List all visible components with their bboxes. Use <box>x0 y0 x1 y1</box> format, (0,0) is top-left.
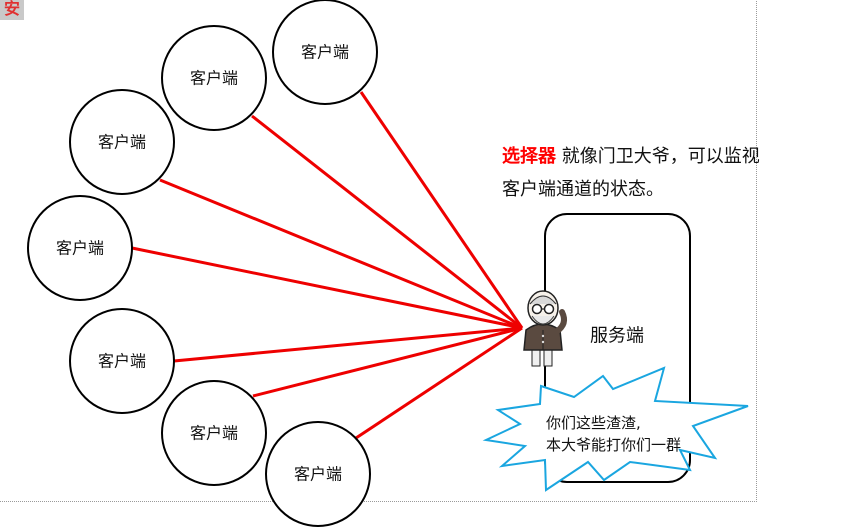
connection-line <box>131 246 523 330</box>
connection-line <box>159 178 523 330</box>
selector-caption: 选择器 就像门卫大爷，可以监视 客户端通道的状态。 <box>502 140 802 206</box>
client-node: 客户端 <box>272 0 378 105</box>
client-node: 客户端 <box>265 421 371 527</box>
speech-bubble: 你们这些渣渣, 本大爷能打你们一群 <box>482 366 749 492</box>
client-label: 客户端 <box>190 69 238 88</box>
connection-line <box>173 326 523 363</box>
caption-line-1: 选择器 就像门卫大爷，可以监视 <box>502 140 802 173</box>
client-node: 客户端 <box>69 308 175 414</box>
caption-line-2: 客户端通道的状态。 <box>502 179 664 200</box>
caption-highlight: 选择器 <box>502 146 556 167</box>
caption-text: 就像门卫大爷，可以监视 <box>556 146 760 167</box>
connection-line <box>355 326 523 440</box>
client-label: 客户端 <box>56 239 104 258</box>
connection-line <box>251 114 523 330</box>
client-node: 客户端 <box>27 195 133 301</box>
old-man-guard-icon <box>523 290 567 367</box>
speech-line: 你们这些渣渣, <box>546 414 641 432</box>
client-label: 客户端 <box>294 465 342 484</box>
client-node: 客户端 <box>69 89 175 195</box>
client-label: 客户端 <box>301 43 349 62</box>
server-label: 服务端 <box>590 326 644 347</box>
client-node: 客户端 <box>161 380 267 486</box>
client-label: 客户端 <box>98 352 146 371</box>
speech-line: 本大爷能打你们一群 <box>546 436 681 454</box>
client-label: 客户端 <box>98 133 146 152</box>
connection-line <box>252 326 523 398</box>
connection-lines <box>131 91 524 440</box>
slide-border <box>0 0 757 502</box>
connection-line <box>359 91 524 329</box>
client-node: 客户端 <box>161 25 267 131</box>
corner-tag: 安 <box>0 0 24 20</box>
client-label: 客户端 <box>190 424 238 443</box>
